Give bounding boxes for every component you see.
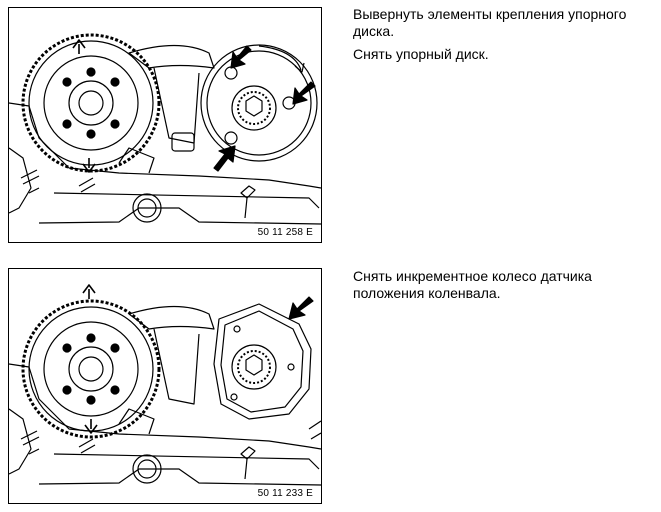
engine-timing-illustration-2 xyxy=(9,284,321,486)
figure-1-code: 50 11 258 E xyxy=(255,227,315,238)
step-remove-incremental-wheel: Снять инкрементное колесо датчика положе… xyxy=(353,268,592,301)
figure-2-code: 50 11 233 E xyxy=(255,488,315,499)
figure-2: 50 11 233 E xyxy=(8,268,322,504)
engine-timing-illustration-1 xyxy=(9,33,321,225)
step-remove-thrust-disc-bolts: Вывернуть элементы крепления упорного ди… xyxy=(353,6,627,39)
step-remove-thrust-disc: Снять упорный диск. xyxy=(353,46,489,62)
figure-1: 50 11 258 E xyxy=(8,7,322,243)
